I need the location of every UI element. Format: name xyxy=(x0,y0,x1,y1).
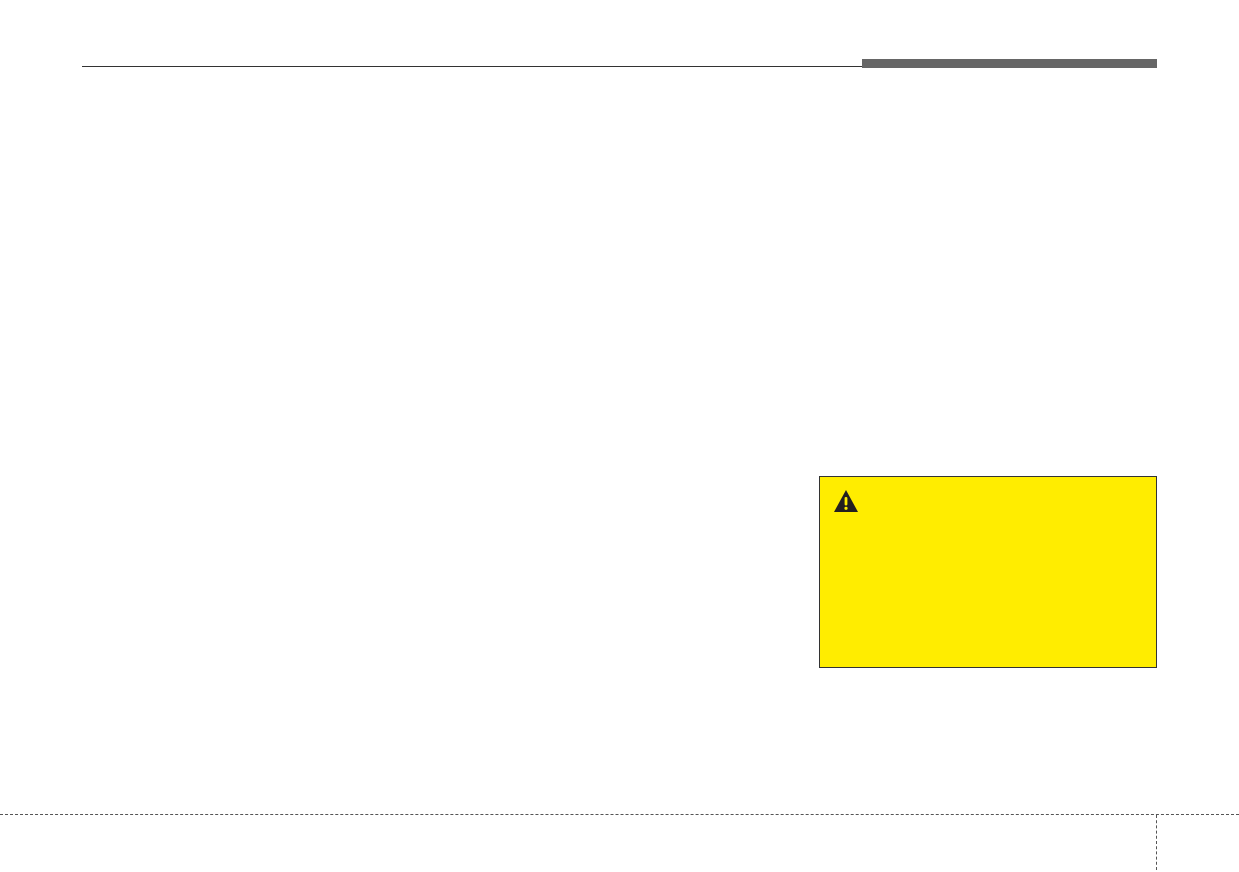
warning-box xyxy=(819,476,1157,668)
warning-triangle-icon xyxy=(834,490,858,512)
footer-page-divider xyxy=(1156,815,1157,870)
header-rule xyxy=(82,66,862,67)
header-section-tab xyxy=(862,59,1157,68)
footer-rule xyxy=(0,814,1239,815)
